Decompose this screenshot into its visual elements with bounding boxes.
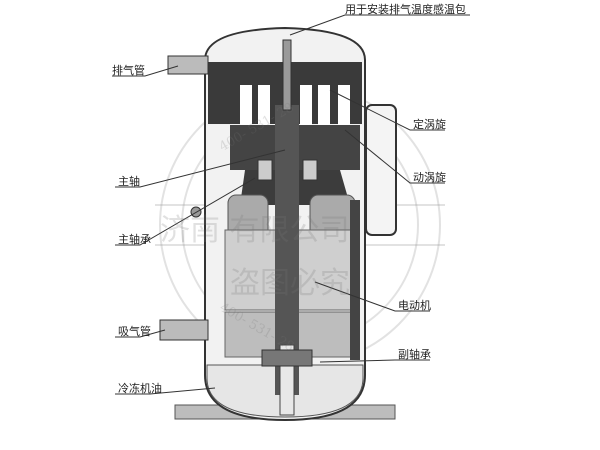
label-refrigerant-oil: 冷冻机油: [118, 382, 162, 395]
terminal-box: [365, 104, 397, 236]
leader-lines: [112, 14, 470, 395]
label-main-bearing: 主轴承: [118, 233, 151, 246]
label-motor: 电动机: [398, 299, 431, 312]
label-sensor-mount: 用于安装排气温度感温包: [345, 3, 466, 16]
label-main-shaft: 主轴: [118, 175, 140, 188]
label-discharge-pipe: 排气管: [112, 64, 145, 77]
label-orbiting-scroll: 动涡旋: [413, 171, 446, 184]
watermark-company: 济南 有限公司: [160, 213, 350, 248]
aux-bearing: [261, 349, 313, 367]
watermark-warning: 盗图必究: [230, 266, 350, 301]
discharge-pipe: [167, 55, 209, 75]
suction-pipe: [159, 319, 209, 341]
label-auxiliary-bearing: 副轴承: [398, 348, 431, 361]
label-suction-pipe: 吸气管: [118, 325, 151, 338]
label-fixed-scroll: 定涡旋: [413, 118, 446, 131]
